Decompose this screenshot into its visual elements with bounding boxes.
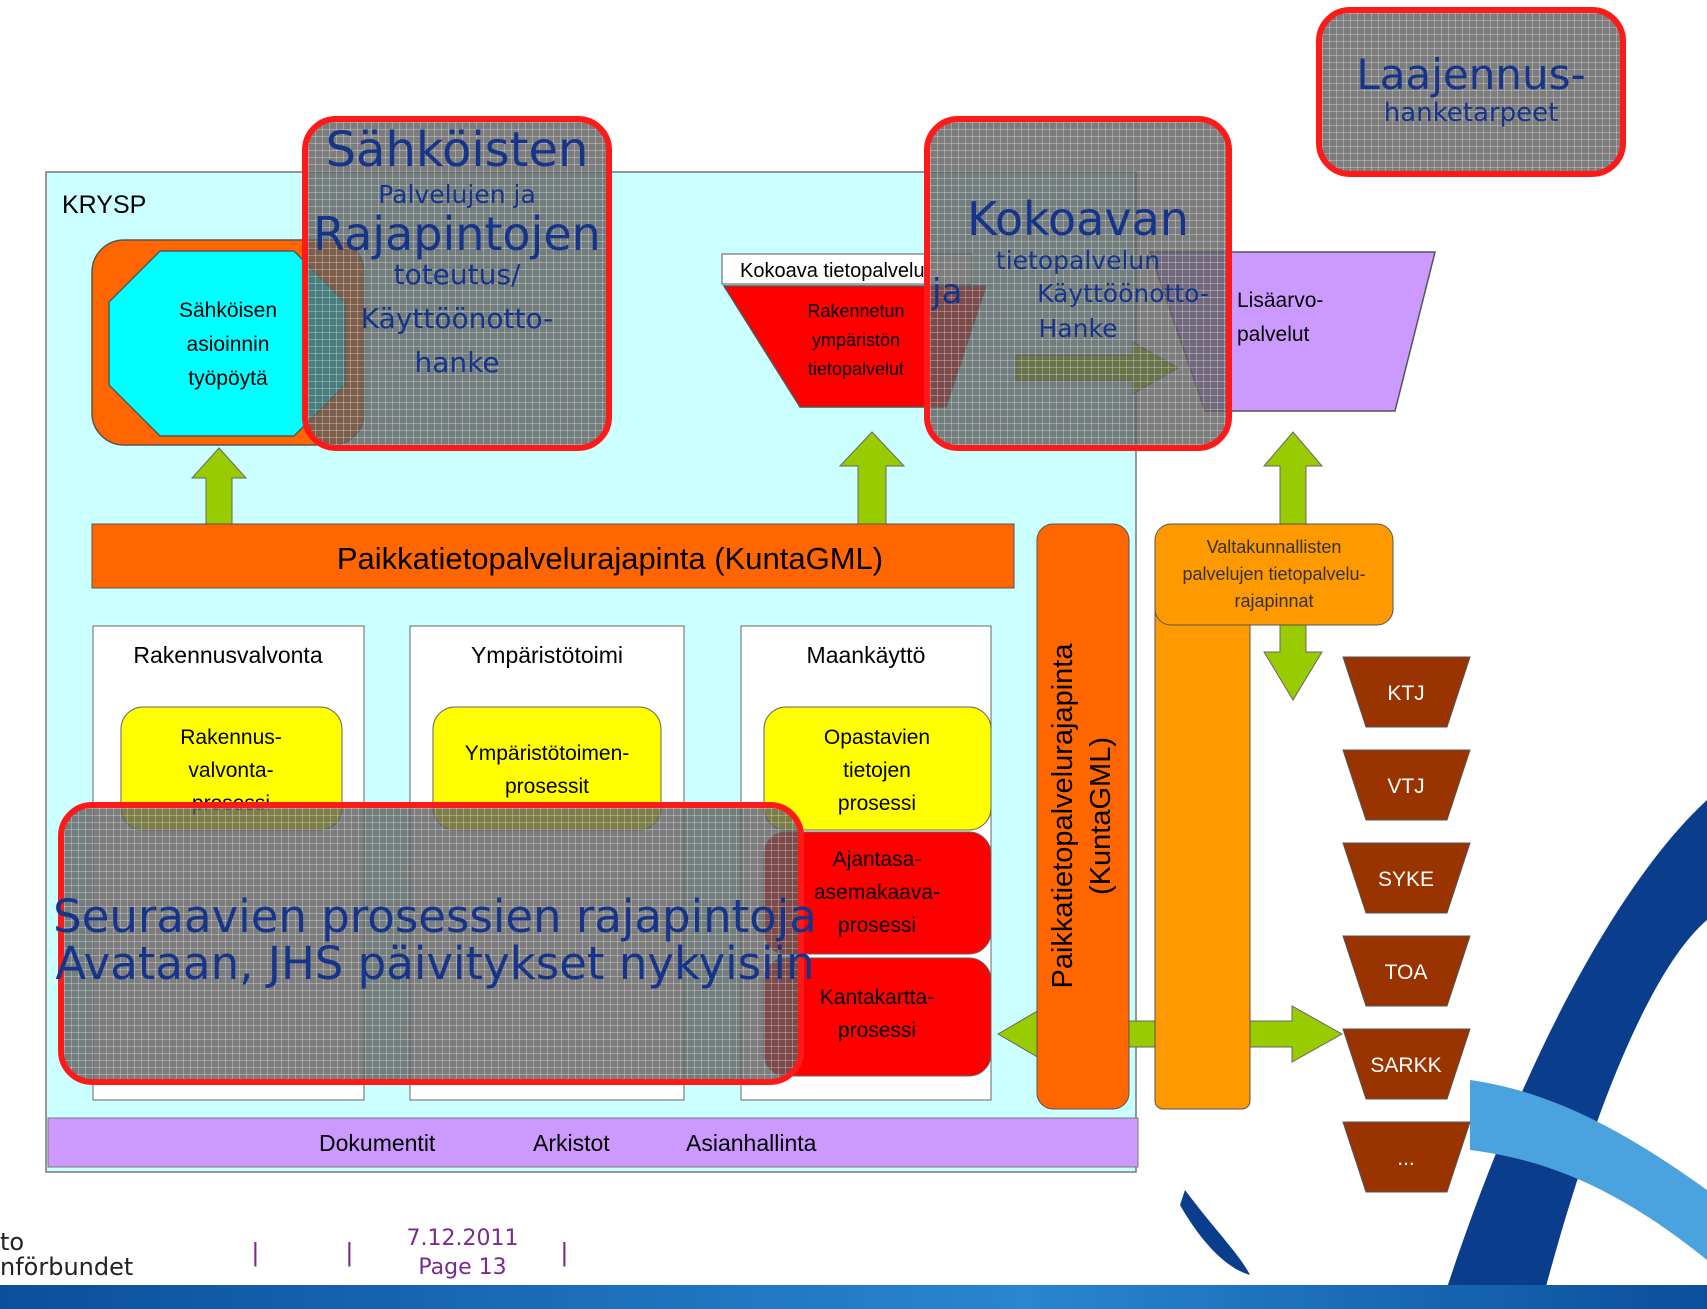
footer-logo-line-1: to — [0, 1228, 25, 1256]
interface-bar-label: Paikkatietopalvelurajapinta (KuntaGML) — [337, 541, 883, 576]
process-opastavien — [763, 706, 992, 831]
overlay-sahkoisten-line-1: Sähköisten — [325, 122, 589, 178]
overlay-sahkoisten-line-6: hanke — [414, 346, 500, 379]
service-toa-shape — [1342, 935, 1471, 1007]
overlay-seuraavien-text: Seuraavien prosessien rajapintoja Avataa… — [0, 894, 870, 986]
overlay-seuraavien-line-2: Avataan, JHS päivitykset nykyisiin — [55, 937, 815, 990]
column-title-rakennusvalvonta: Rakennusvalvonta — [133, 642, 322, 668]
service-more-label: ... — [1397, 1147, 1415, 1170]
service-ktj-label: KTJ — [1387, 682, 1424, 705]
octagon-label-2: asioinnin — [187, 333, 270, 356]
process-opastavien-2: tietojen — [843, 759, 911, 782]
service-sarkk-label: SARKK — [1370, 1054, 1441, 1077]
column-title-ymparistotoimi: Ympäristötoimi — [471, 642, 623, 668]
national-services: KTJ VTJ SYKE TOA SARKK... — [1342, 656, 1471, 1193]
overlay-kokoavan-text: Kokoavan tietopalvelun ja Käyttöönotto- … — [924, 196, 1232, 341]
interface-bar — [91, 523, 1015, 589]
kokoava-label-1: Rakennetun — [807, 301, 904, 321]
kokoava-label-2: ympäristön — [812, 330, 900, 350]
overlay-laajennus-line-1: Laajennus- — [1356, 50, 1586, 99]
process-kantakartta-1: Kantakartta- — [820, 986, 934, 1009]
lisaarvo-label-1: Lisäarvo- — [1237, 289, 1323, 312]
overlay-kokoavan — [924, 116, 1232, 451]
process-ajantasa-3: prosessi — [838, 914, 916, 937]
overlay-sahkoisten-line-2: Palvelujen ja — [378, 180, 536, 209]
overlay-laajennus-line-2: hanketarpeet — [1383, 98, 1559, 128]
service-toa-label: TOA — [1385, 961, 1428, 984]
process-kantakartta-2: prosessi — [838, 1019, 916, 1042]
valtakunnallisten-box — [1154, 523, 1394, 626]
process-opastavien-3: prosessi — [838, 792, 916, 815]
kokoava-label-3: tietopalvelut — [808, 359, 904, 379]
valtakunnallisten-column — [1154, 599, 1251, 1110]
service-syke-label: SYKE — [1378, 868, 1434, 891]
octagon-label-1: Sähköisen — [179, 299, 277, 322]
overlay-kokoavan-line-4: Käyttöönotto- — [1037, 279, 1209, 308]
overlay-sahkoisten-line-4: toteutus/ — [393, 258, 521, 291]
column-title-maankaytto: Maankäyttö — [807, 642, 926, 668]
bottom-item-arkistot: Arkistot — [533, 1130, 610, 1156]
vertical-interface-label-1: Paikkatietopalvelurajapinta — [1047, 643, 1079, 989]
bottom-bar — [47, 1117, 1139, 1168]
vertical-interface — [1036, 523, 1130, 1110]
overlay-kokoavan-line-1: Kokoavan — [967, 192, 1189, 246]
bottom-item-dokumentit: Dokumentit — [319, 1130, 436, 1156]
overlay-kokoavan-line-3: ja — [932, 272, 963, 312]
service-syke-shape — [1342, 842, 1471, 914]
overlay-sahkoisten-line-5: Käyttöönotto- — [360, 302, 554, 335]
overlay-sahkoisten-line-3: Rajapintojen — [313, 207, 601, 261]
swoosh-small — [1180, 1190, 1250, 1275]
process-ymparistotoimi-1: Ympäristötoimen- — [465, 742, 630, 765]
process-rakennusvalvonta-2: valvonta- — [188, 759, 273, 782]
process-opastavien-1: Opastavien — [824, 726, 930, 749]
bottom-item-asianhallinta: Asianhallinta — [686, 1130, 817, 1156]
valtakunnallisten-label-2: palvelujen tietopalvelu- — [1182, 564, 1365, 584]
footer-band — [0, 1285, 1707, 1309]
swoosh-dark — [1440, 800, 1707, 1309]
krysp-title: KRYSP — [62, 191, 146, 219]
overlay-kokoavan-line-5: Hanke — [1038, 314, 1118, 343]
kokoava-header: Kokoava tietopalvelu — [740, 260, 925, 282]
swoosh-light — [1470, 1080, 1707, 1260]
process-ymparistotoimi-2: prosessit — [505, 775, 589, 798]
overlay-laajennus-text: Laajennus- hanketarpeet — [1316, 50, 1626, 128]
service-ktj-shape — [1342, 656, 1471, 728]
service-vtj-label: VTJ — [1387, 775, 1424, 798]
process-rakennusvalvonta-1: Rakennus- — [180, 726, 282, 749]
overlay-laajennus — [1316, 7, 1626, 177]
footer-separator-1: | — [252, 1237, 259, 1267]
footer-page: Page 13 — [418, 1255, 507, 1280]
valtakunnallisten-label-1: Valtakunnallisten — [1207, 537, 1342, 557]
valtakunnallisten-label-3: rajapinnat — [1234, 591, 1313, 611]
footer-logo-line-2: nförbundet — [0, 1253, 134, 1282]
overlay-seuraavien — [58, 802, 804, 1085]
footer-logo-text: to nförbundet — [0, 1228, 134, 1282]
process-ajantasa-1: Ajantasa- — [833, 848, 922, 871]
footer-separator-3: | — [561, 1237, 568, 1267]
overlay-sahkoisten — [302, 116, 612, 451]
service-more-shape — [1342, 1121, 1471, 1193]
overlay-sahkoisten-text: Sähköisten Palvelujen ja Rajapintojen to… — [302, 126, 612, 377]
process-ajantasa-2: asemakaava- — [814, 881, 940, 904]
octagon-label-3: työpöytä — [188, 367, 268, 390]
vertical-interface-label-2: (KuntaGML) — [1085, 737, 1117, 895]
footer-separator-2: | — [346, 1237, 353, 1267]
overlay-kokoavan-line-2: tietopalvelun — [995, 246, 1161, 275]
footer-date: 7.12.2011 — [406, 1226, 519, 1251]
overlay-seuraavien-line-1: Seuraavien prosessien rajapintoja — [53, 890, 817, 943]
service-sarkk-shape — [1342, 1028, 1471, 1100]
service-vtj-shape — [1342, 749, 1471, 821]
lisaarvo-label-2: palvelut — [1237, 323, 1310, 346]
